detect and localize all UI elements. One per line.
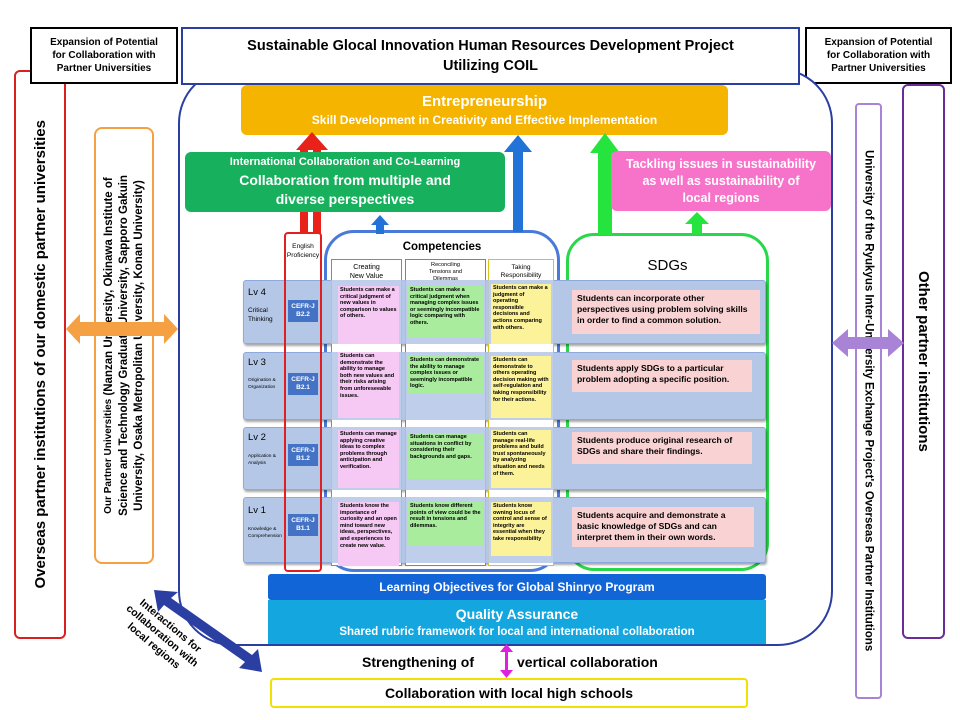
our-partners-box: Our Partner Universities (Nanzan Univers…: [94, 127, 154, 564]
entrepreneurship-box: Entrepreneurship Skill Development in Cr…: [241, 85, 728, 135]
creating-cell-4: Students can make a critical judgment of…: [338, 286, 399, 344]
arrow-up-icon: [371, 215, 389, 234]
international-box: International Collaboration and Co-Learn…: [185, 152, 505, 212]
sdg-cell-2: Students produce original research of SD…: [572, 432, 752, 464]
creating-cell-1: Students know the importance of curiosit…: [338, 502, 399, 566]
other-partners-box: Other partner institutions: [902, 84, 945, 639]
arrow-up-icon: [685, 212, 709, 234]
strengthening-text-right: vertical collaboration: [517, 654, 658, 670]
taking-cell-3: Students can demonstrate to others opera…: [491, 356, 551, 418]
reconciling-cell-2: Students can manage situations in confli…: [408, 433, 483, 479]
double-arrow-icon: [832, 329, 904, 357]
creating-cell-2: Students can manage applying creative id…: [338, 430, 399, 488]
arrow-up-icon: [590, 133, 620, 235]
reconciling-cell-4: Students can make a critical judgment wh…: [408, 286, 483, 338]
level-label-4: Lv 4 Critical Thinking: [248, 287, 273, 323]
other-partners-text: Other partner institutions: [915, 271, 932, 452]
level-label-1: Lv 1 Knowledge & Comprehension: [248, 505, 282, 539]
arrow-up-icon: [504, 135, 532, 232]
double-arrow-icon: [66, 314, 178, 344]
double-arrow-icon: [154, 590, 262, 672]
reconciling-cell-1: Students know different points of view c…: [408, 502, 483, 546]
creating-cell-3: Students can demonstrate the ability to …: [338, 352, 399, 418]
competencies-label: Competencies: [402, 241, 482, 253]
high-schools-box: Collaboration with local high schools: [270, 678, 748, 708]
taking-cell-4: Students can make a judgment of operatin…: [491, 284, 551, 344]
strengthening-text-left: Strengthening of: [362, 654, 474, 670]
sdg-cell-3: Students apply SDGs to a particular prob…: [572, 360, 752, 392]
ryukyus-text: University of the Ryukyus Inter-Universi…: [862, 150, 875, 652]
taking-cell-1: Students know owning locus of control an…: [491, 502, 551, 556]
sdg-cell-4: Students can incorporate other perspecti…: [572, 290, 760, 334]
ryukyus-box: University of the Ryukyus Inter-Universi…: [855, 103, 882, 699]
level-label-2: Lv 2 Application & Analysis: [248, 432, 276, 466]
double-arrow-icon: [500, 644, 513, 678]
page-title: Sustainable Glocal Innovation Human Reso…: [181, 27, 800, 85]
sdgs-label: SDGs: [647, 256, 688, 274]
taking-cell-2: Students can manage real-life problems a…: [491, 430, 551, 488]
learning-objectives-bar: Learning Objectives for Global Shinryo P…: [268, 574, 766, 600]
reconciling-cell-3: Students can demonstrate the ability to …: [408, 356, 483, 394]
level-label-3: Lv 3 Origination & Organization: [248, 357, 276, 390]
sdg-cell-1: Students acquire and demonstrate a basic…: [572, 507, 754, 547]
quality-assurance-box: Quality Assurance Shared rubric framewor…: [268, 600, 766, 644]
